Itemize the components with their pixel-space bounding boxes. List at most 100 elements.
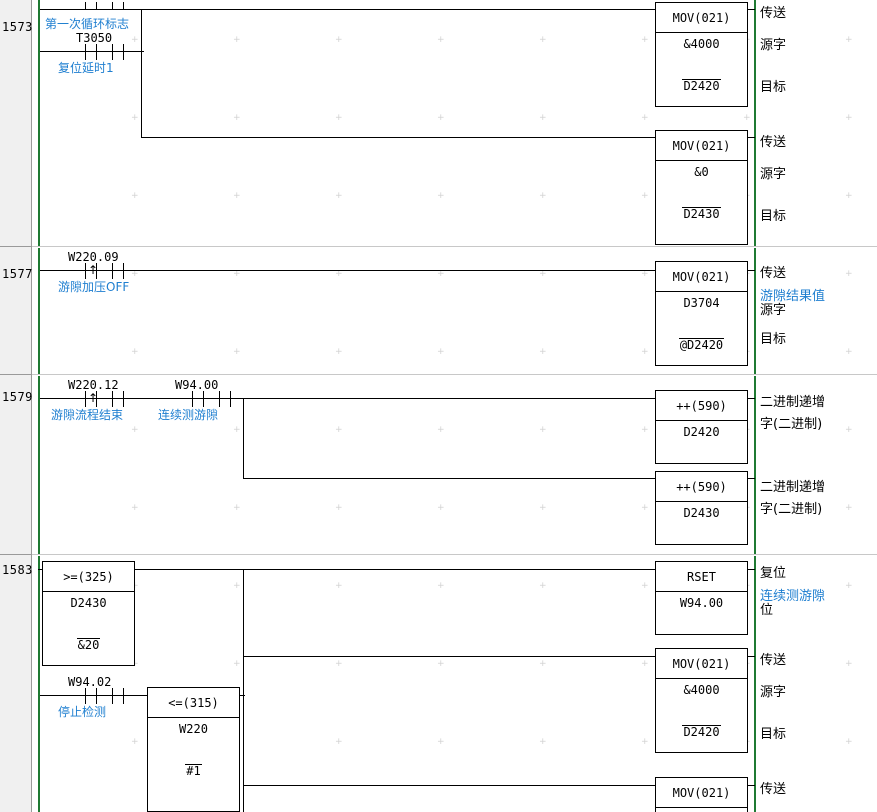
contact-1579-w9400[interactable] xyxy=(192,391,204,407)
block-1573-mov-2-header: MOV(021) xyxy=(656,131,747,161)
block-1573-mov-2-out xyxy=(747,137,755,138)
comment-1583-stop-detect: 停止检测 xyxy=(58,705,107,719)
desc-1573-mov-2-c: 目标 xyxy=(760,209,787,224)
wire-1583-branch-2 xyxy=(243,656,655,657)
contact-1577-w22009-b[interactable] xyxy=(112,263,124,279)
right-power-rail-1573 xyxy=(754,0,756,246)
block-1583-cmp-le-operand1: W220 xyxy=(179,722,208,736)
rung-number-gutter: 1573 1577 1579 1583 xyxy=(0,0,32,812)
contact-1573-t3050[interactable] xyxy=(85,44,97,60)
block-1573-mov-2[interactable]: MOV(021) &0 D2430 xyxy=(655,130,748,245)
desc-1583-mov-1-c: 目标 xyxy=(760,727,787,742)
block-1573-mov-2-operand2: D2430 xyxy=(682,207,721,221)
block-1583-mov-2-op: MOV(021) xyxy=(672,785,731,800)
block-1583-cmp-le-out xyxy=(239,695,245,696)
contact-1579-w9400-b[interactable] xyxy=(219,391,231,407)
block-1583-mov-1-operand2: D2420 xyxy=(682,725,721,739)
block-1579-inc-1-header: ++(590) xyxy=(656,391,747,421)
block-1577-mov-operand2: @D2420 xyxy=(678,338,725,352)
desc-1577-blue: 游隙结果值 xyxy=(760,289,826,304)
desc-1577-c: 目标 xyxy=(760,332,787,347)
block-1573-mov-1-operand1: &4000 xyxy=(683,37,720,51)
gutter-cell-1573[interactable]: 1573 xyxy=(0,0,33,247)
contact-1583-w9402-b[interactable] xyxy=(112,688,124,704)
wire-1579-main xyxy=(40,398,655,399)
block-1583-cmp-ge-in xyxy=(38,569,43,570)
block-1583-rset-out xyxy=(747,569,755,570)
block-1583-cmp-ge-op: >=(325) xyxy=(63,569,114,584)
block-1579-inc-2-in xyxy=(650,478,656,479)
contact-1583-w9402[interactable] xyxy=(85,688,97,704)
desc-1579-inc-1-b: 字(二进制) xyxy=(760,417,823,432)
rung-number-1573: 1573 xyxy=(2,20,33,34)
rising-edge-arrow-icon: ↑ xyxy=(88,263,99,277)
contact-1579-w22012-b[interactable] xyxy=(112,391,124,407)
rung-number-1577: 1577 xyxy=(2,267,33,281)
block-1583-cmp-le[interactable]: <=(315) W220 #1 xyxy=(147,687,240,812)
block-1579-inc-1-operand1: D2420 xyxy=(683,425,720,439)
block-1583-mov-2-out xyxy=(747,785,755,786)
block-1573-mov-1[interactable]: MOV(021) &4000 D2420 xyxy=(655,2,748,107)
desc-1583-rset-blue: 连续测游隙 xyxy=(760,589,826,604)
gutter-cell-1583[interactable]: 1583 xyxy=(0,555,32,812)
block-1583-mov-1-operand1: &4000 xyxy=(683,683,720,697)
right-power-rail-1579 xyxy=(754,376,756,554)
block-1583-mov-1[interactable]: MOV(021) &4000 D2420 xyxy=(655,648,748,753)
block-1583-cmp-le-op: <=(315) xyxy=(168,695,219,710)
contact-1579-w22012[interactable]: ↑ xyxy=(85,391,98,407)
block-1583-mov-1-in xyxy=(650,656,656,657)
block-1573-mov-1-in xyxy=(650,9,656,10)
branch-1573-vertical xyxy=(141,9,142,137)
desc-1579-inc-2-a: 二进制递增 xyxy=(760,480,826,495)
desc-1573-mov-2-a: 传送 xyxy=(760,135,787,150)
contact-1573-top[interactable] xyxy=(85,2,97,10)
rung-separator-2 xyxy=(32,374,877,375)
block-1579-inc-2-op: ++(590) xyxy=(676,479,727,494)
desc-1573-mov-2-b: 源字 xyxy=(760,167,787,182)
wire-1583-lower xyxy=(40,695,148,696)
block-1573-mov-2-op: MOV(021) xyxy=(672,138,731,153)
desc-1583-mov-1-b: 源字 xyxy=(760,685,787,700)
desc-1583-mov-1-a: 传送 xyxy=(760,653,787,668)
gutter-cell-1577[interactable]: 1577 xyxy=(0,247,33,375)
desc-1573-mov-1-c: 目标 xyxy=(760,80,787,95)
block-1583-cmp-le-operand2: #1 xyxy=(185,764,202,778)
block-1583-mov-2-header: MOV(021) xyxy=(656,778,747,808)
block-1583-cmp-ge[interactable]: >=(325) D2430 &20 xyxy=(42,561,135,666)
block-1579-inc-1-out xyxy=(747,398,755,399)
block-1583-mov-1-header: MOV(021) xyxy=(656,649,747,679)
left-power-rail-1579 xyxy=(38,376,40,554)
gutter-cell-1579[interactable]: 1579 xyxy=(0,375,32,555)
desc-1573-mov-1-b: 源字 xyxy=(760,38,787,53)
ladder-diagram[interactable]: ++++++++++++++++++++++++++++++++++++++++… xyxy=(32,0,877,812)
block-1573-mov-1-header: MOV(021) xyxy=(656,3,747,33)
branch-1583-vertical xyxy=(243,569,244,812)
block-1583-cmp-ge-header: >=(325) xyxy=(43,562,134,592)
block-1573-mov-1-out xyxy=(747,9,755,10)
rung-separator-3 xyxy=(32,554,877,555)
contact-1573-t3050-b[interactable] xyxy=(112,44,124,60)
block-1583-rset[interactable]: RSET W94.00 xyxy=(655,561,748,635)
block-1577-mov[interactable]: MOV(021) D3704 @D2420 xyxy=(655,261,748,366)
block-1583-cmp-ge-operand2: &20 xyxy=(76,638,101,652)
block-1583-mov-1-out xyxy=(747,656,755,657)
desc-1583-rset-b: 位 xyxy=(760,603,774,618)
contact-1573-top-2[interactable] xyxy=(112,2,124,10)
block-1583-rset-op: RSET xyxy=(687,569,716,584)
left-power-rail-1577 xyxy=(38,248,40,374)
block-1573-mov-1-operand2: D2420 xyxy=(682,79,721,93)
block-1583-cmp-le-header: <=(315) xyxy=(148,688,239,718)
right-power-rail-1577 xyxy=(754,248,756,374)
address-1583-w9402: W94.02 xyxy=(68,675,112,689)
block-1579-inc-2[interactable]: ++(590) D2430 xyxy=(655,471,748,545)
block-1583-rset-operand1: W94.00 xyxy=(679,596,724,610)
wire-1583-main xyxy=(134,569,655,570)
contact-1577-w22009[interactable]: ↑ xyxy=(85,263,99,279)
block-1583-mov-2[interactable]: MOV(021) xyxy=(655,777,748,812)
rung-separator-1 xyxy=(32,246,877,247)
branch-1579-vertical xyxy=(243,398,244,478)
block-1579-inc-2-header: ++(590) xyxy=(656,472,747,502)
block-1579-inc-1[interactable]: ++(590) D2420 xyxy=(655,390,748,464)
block-1573-mov-2-operand1: &0 xyxy=(694,165,709,179)
